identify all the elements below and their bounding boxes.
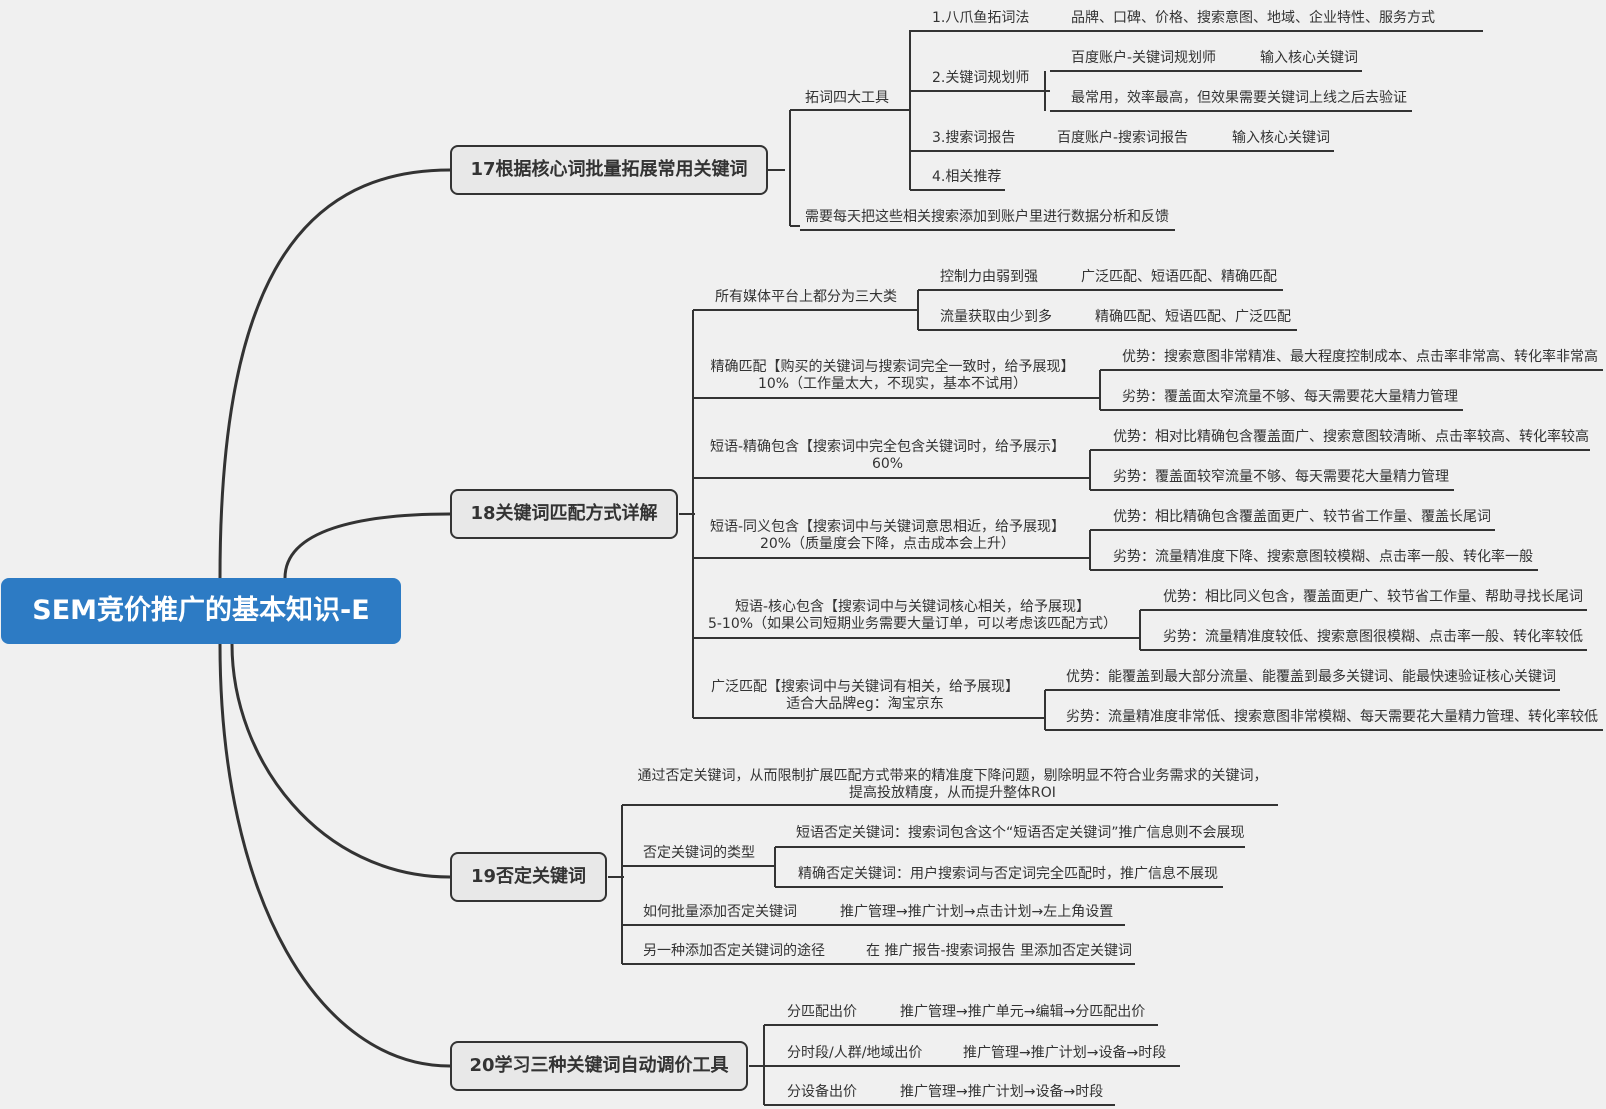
b19-intro-line-1[interactable]: 通过否定关键词，从而限制扩展匹配方式带来的精准度下降问题，剔除明显不符合业务需求… — [637, 768, 1268, 784]
b18-phrase-synonym-line-2[interactable]: 20%（质量度会下降，点击成本会上升） — [759, 536, 1016, 552]
b18-exact-pro[interactable]: 优势：搜索意图非常精准、最大程度控制成本、点击率非常高、转化率非常高 — [1122, 349, 1598, 365]
b18-broad-line-2[interactable]: 适合大品牌eg：淘宝京东 — [786, 696, 944, 712]
b18-traffic-detail[interactable]: 精确匹配、短语匹配、广泛匹配 — [1095, 309, 1291, 325]
root-topic[interactable]: SEM竞价推广的基本知识-E — [1, 578, 401, 644]
b20-match-bid-path[interactable]: 推广管理→推广单元→编辑→分匹配出价 — [900, 1004, 1146, 1020]
b17-tool-1-detail[interactable]: 品牌、口碑、价格、搜索意图、地域、企业特性、服务方式 — [1071, 10, 1435, 26]
b17-tool-3-account-detail[interactable]: 输入核心关键词 — [1232, 130, 1330, 146]
b19-type-phrase[interactable]: 短语否定关键词：搜索词包含这个“短语否定关键词”推广信息则不会展现 — [796, 825, 1245, 841]
b17-daily-node[interactable]: 需要每天把这些相关搜索添加到账户里进行数据分析和反馈 — [805, 209, 1169, 225]
b19-types-node[interactable]: 否定关键词的类型 — [643, 845, 755, 861]
branch-20-topic[interactable]: 20学习三种关键词自动调价工具 — [450, 1041, 748, 1091]
b18-phrase-core-pro[interactable]: 优势：相比同义包含，覆盖面更广、较节省工作量、帮助寻找长尾词 — [1163, 589, 1583, 605]
b20-time-bid-path[interactable]: 推广管理→推广计划→设备→时段 — [963, 1045, 1167, 1061]
b18-control-node[interactable]: 控制力由弱到强 — [940, 269, 1038, 285]
b19-batch-path[interactable]: 推广管理→推广计划→点击计划→左上角设置 — [840, 904, 1114, 920]
b18-phrase-synonym-con[interactable]: 劣势：流量精准度下降、搜索意图较模糊、点击率一般、转化率一般 — [1113, 549, 1533, 565]
b18-phrase-exact-line-1[interactable]: 短语-精确包含【搜索词中完全包含关键词时，给予展示】 — [709, 439, 1066, 455]
b20-time-bid-node[interactable]: 分时段/人群/地域出价 — [787, 1045, 923, 1061]
b20-device-bid-path[interactable]: 推广管理→推广计划→设备→时段 — [900, 1084, 1104, 1100]
b18-phrase-exact-con[interactable]: 劣势：覆盖面较窄流量不够、每天需要花大量精力管理 — [1113, 469, 1449, 485]
b17-tool-2-note[interactable]: 最常用，效率最高，但效果需要关键词上线之后去验证 — [1071, 90, 1407, 106]
b19-batch-node[interactable]: 如何批量添加否定关键词 — [643, 904, 797, 920]
b18-media-node[interactable]: 所有媒体平台上都分为三大类 — [715, 289, 897, 305]
b18-exact-con[interactable]: 劣势：覆盖面太窄流量不够、每天需要花大量精力管理 — [1122, 389, 1458, 405]
b18-exact-line-2[interactable]: 10%（工作量太大，不现实，基本不试用） — [757, 376, 1028, 392]
b19-other-node[interactable]: 另一种添加否定关键词的途径 — [643, 943, 825, 959]
b18-broad-line-1[interactable]: 广泛匹配【搜索词中与关键词有相关，给予展现】 — [711, 679, 1019, 695]
b20-device-bid-node[interactable]: 分设备出价 — [787, 1084, 857, 1100]
b17-tool-2-account-detail[interactable]: 输入核心关键词 — [1260, 50, 1358, 66]
b20-match-bid-node[interactable]: 分匹配出价 — [787, 1004, 857, 1020]
b17-tool-1-node[interactable]: 1.八爪鱼拓词法 — [932, 10, 1030, 26]
b17-tool-4-node[interactable]: 4.相关推荐 — [932, 169, 1002, 185]
branch-17-topic[interactable]: 17根据核心词批量拓展常用关键词 — [450, 145, 768, 195]
b18-phrase-core-con[interactable]: 劣势：流量精准度较低、搜索意图很模糊、点击率一般、转化率较低 — [1163, 629, 1583, 645]
b17-tool-3-account[interactable]: 百度账户-搜索词报告 — [1057, 130, 1189, 146]
b17-tool-3-node[interactable]: 3.搜索词报告 — [932, 130, 1016, 146]
branch-19-topic[interactable]: 19否定关键词 — [450, 852, 607, 902]
b19-intro-line-2[interactable]: 提高投放精度，从而提升整体ROI — [849, 785, 1056, 801]
b18-control-detail[interactable]: 广泛匹配、短语匹配、精确匹配 — [1081, 269, 1277, 285]
b19-other-path[interactable]: 在 推广报告-搜索词报告 里添加否定关键词 — [866, 943, 1132, 959]
b17-tool-2-account[interactable]: 百度账户-关键词规划师 — [1071, 50, 1217, 66]
b18-phrase-core-line-2[interactable]: 5-10%（如果公司短期业务需要大量订单，可以考虑该匹配方式） — [707, 616, 1118, 632]
b18-phrase-exact-pro[interactable]: 优势：相对比精确包含覆盖面广、搜索意图较清晰、点击率较高、转化率较高 — [1113, 429, 1589, 445]
b19-type-exact[interactable]: 精确否定关键词：用户搜索词与否定词完全匹配时，推广信息不展现 — [798, 866, 1218, 882]
b18-phrase-synonym-line-1[interactable]: 短语-同义包含【搜索词中与关键词意思相近，给予展现】 — [709, 519, 1066, 535]
b18-traffic-node[interactable]: 流量获取由少到多 — [940, 309, 1052, 325]
b18-broad-pro[interactable]: 优势：能覆盖到最大部分流量、能覆盖到最多关键词、能最快速验证核心关键词 — [1066, 669, 1556, 685]
b17-tool-2-node[interactable]: 2.关键词规划师 — [932, 70, 1030, 86]
b18-phrase-exact-line-2[interactable]: 60% — [871, 456, 904, 472]
b18-phrase-core-line-1[interactable]: 短语-核心包含【搜索词中与关键词核心相关，给予展现】 — [734, 599, 1091, 615]
b17-tools-node[interactable]: 拓词四大工具 — [805, 90, 889, 106]
b18-exact-line-1[interactable]: 精确匹配【购买的关键词与搜索词完全一致时，给予展现】 — [710, 359, 1075, 375]
branch-18-topic[interactable]: 18关键词匹配方式详解 — [450, 489, 678, 539]
b18-phrase-synonym-pro[interactable]: 优势：相比精确包含覆盖面更广、较节省工作量、覆盖长尾词 — [1113, 509, 1491, 525]
b18-broad-con[interactable]: 劣势：流量精准度非常低、搜索意图非常模糊、每天需要花大量精力管理、转化率较低 — [1066, 709, 1598, 725]
